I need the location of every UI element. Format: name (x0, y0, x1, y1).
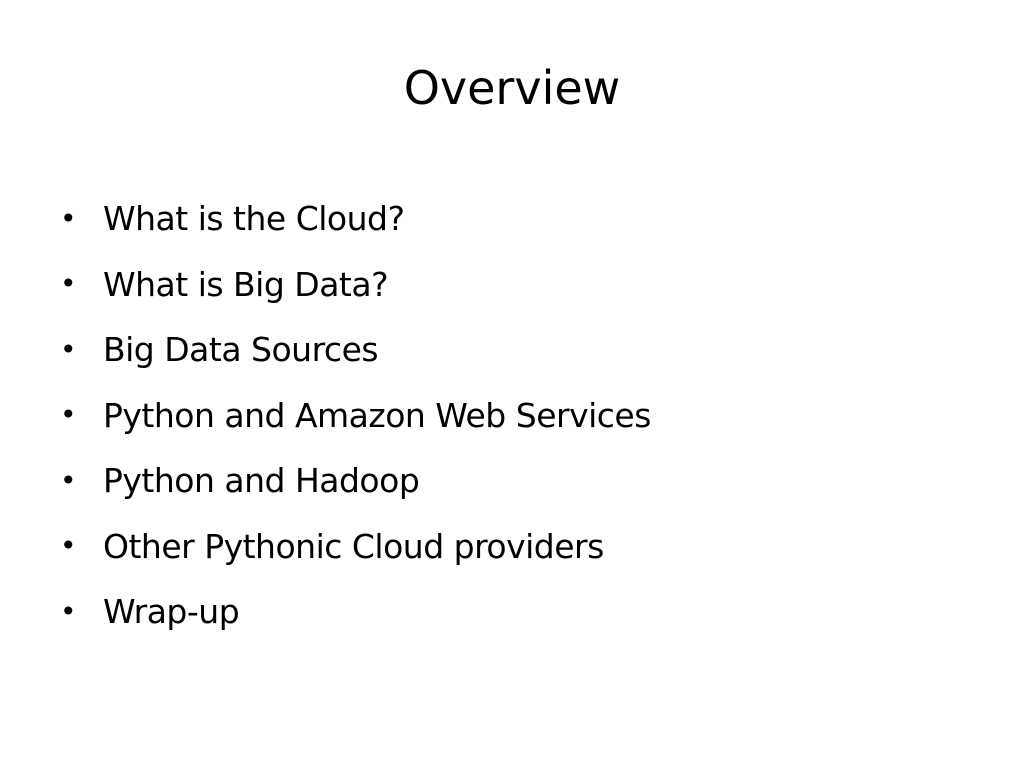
list-item-label: Python and Amazon Web Services (103, 395, 651, 435)
bullet-icon: • (60, 267, 77, 301)
bullet-list: • What is the Cloud? • What is Big Data?… (58, 186, 958, 645)
list-item-label: Big Data Sources (103, 330, 379, 370)
list-item-label: What is Big Data? (103, 264, 389, 304)
bullet-icon: • (60, 463, 77, 497)
bullet-icon: • (60, 201, 77, 235)
list-item: • Other Pythonic Cloud providers (58, 514, 958, 580)
list-item-label: Python and Hadoop (103, 461, 420, 501)
list-item: • What is Big Data? (58, 252, 958, 318)
list-item: • Python and Hadoop (58, 448, 958, 514)
list-item: • Wrap-up (58, 579, 958, 645)
bullet-icon: • (60, 594, 77, 628)
list-item-label: Wrap-up (103, 592, 240, 632)
bullet-icon: • (60, 398, 77, 432)
list-item: • Python and Amazon Web Services (58, 383, 958, 449)
list-item-label: What is the Cloud? (103, 199, 405, 239)
list-item: • What is the Cloud? (58, 186, 958, 252)
slide-title: Overview (403, 61, 621, 115)
bullet-icon: • (60, 529, 77, 563)
list-item-label: Other Pythonic Cloud providers (103, 526, 604, 566)
bullet-icon: • (60, 332, 77, 366)
list-item: • Big Data Sources (58, 317, 958, 383)
